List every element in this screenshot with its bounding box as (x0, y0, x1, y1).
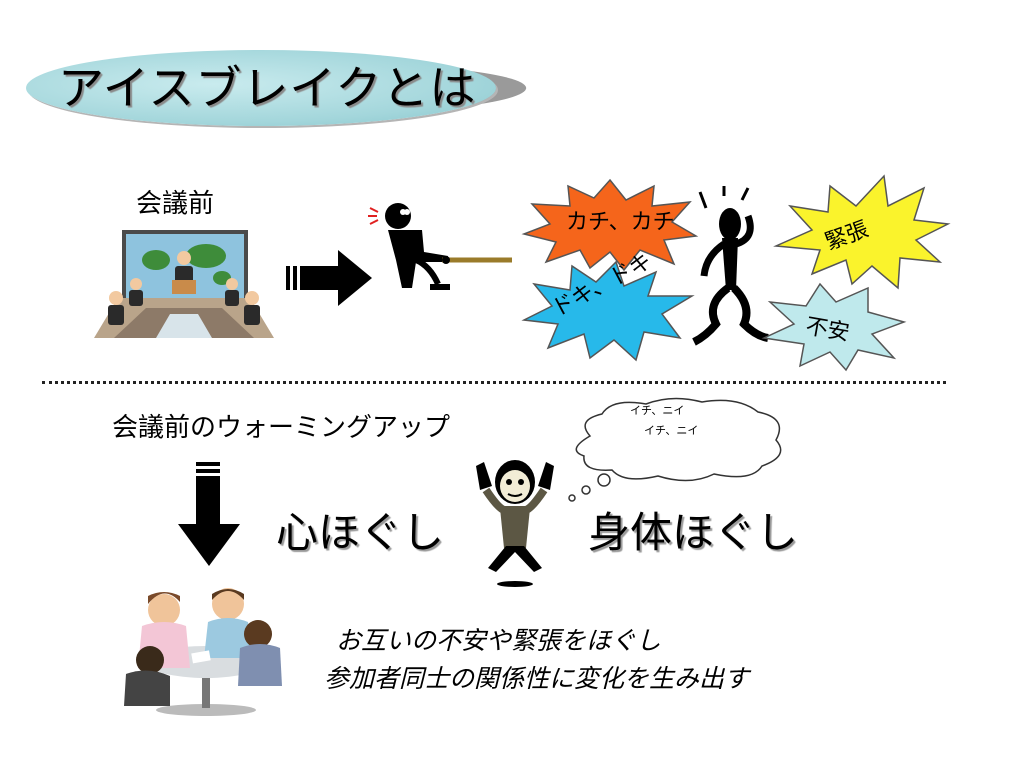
team-meeting-illustration (124, 588, 282, 716)
before-meeting-label: 会議前 (136, 189, 215, 219)
description-line-1: お互いの不安や緊張をほぐし (336, 626, 662, 655)
title-banner (26, 50, 496, 126)
doki-burst (521, 260, 695, 362)
nervous-figure-icon (368, 203, 512, 290)
stretching-figure-icon (476, 460, 554, 587)
thought-bubble (568, 397, 782, 502)
section-divider (42, 381, 946, 384)
description-line-2: 参加者同士の関係性に変化を生み出す (324, 664, 750, 693)
down-arrow-icon (178, 462, 240, 566)
right-arrow-icon (286, 250, 372, 306)
meeting-room-illustration (94, 230, 274, 338)
anxious-figure-icon (692, 186, 769, 346)
kachi-burst (521, 178, 699, 272)
karada-hogushi-label: 身体ほぐし (588, 508, 799, 557)
kinchou-burst (773, 174, 951, 290)
thought-line-1: イチ、ニイ (630, 404, 685, 417)
thought-line-2: イチ、ニイ (644, 424, 699, 437)
warming-up-label: 会議前のウォーミングアップ (112, 413, 451, 443)
fuan-burst (761, 282, 907, 372)
page-title: アイスブレイクとは (58, 61, 477, 115)
kachi-text: カチ、カチ (566, 210, 675, 235)
kokoro-hogushi-label: 心ほぐし (276, 508, 445, 557)
